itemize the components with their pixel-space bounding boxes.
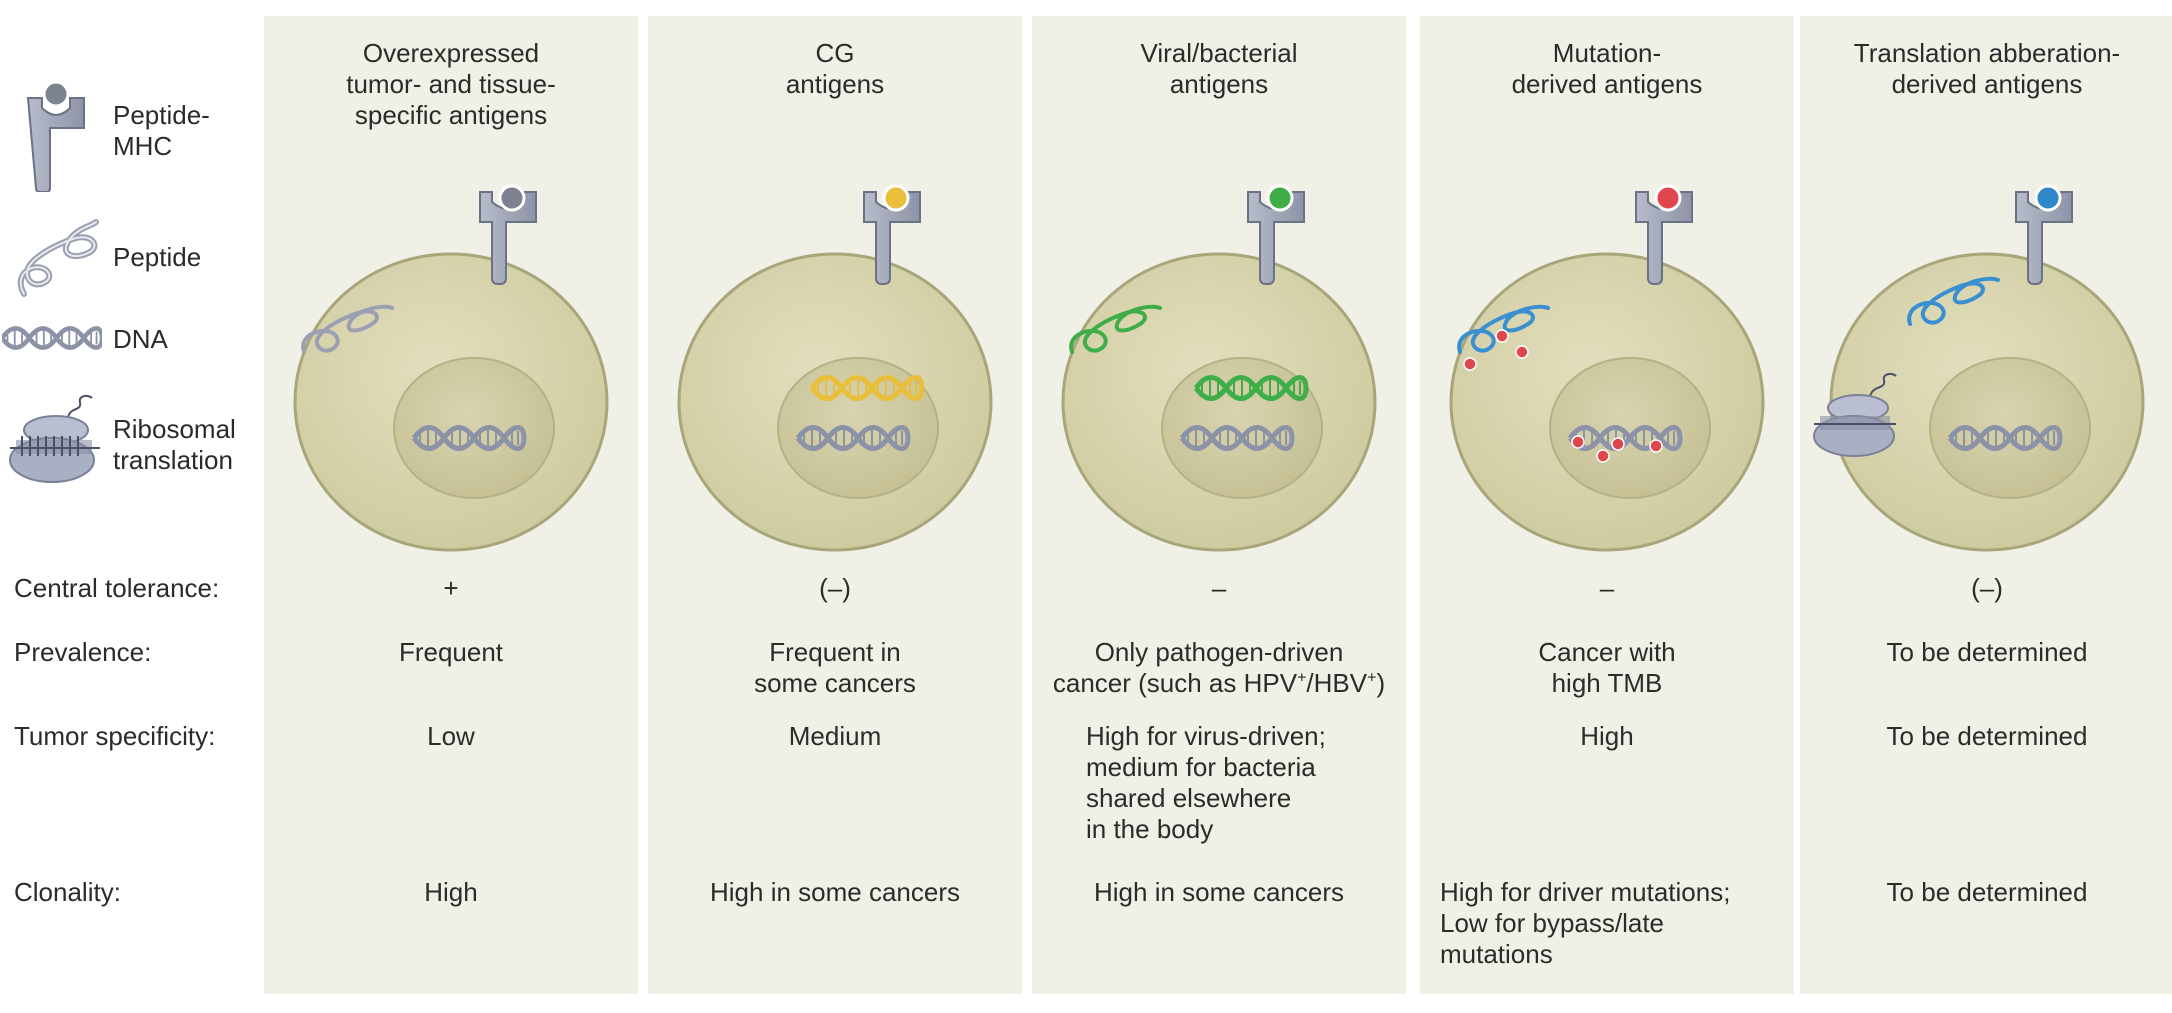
tumor-specificity-value: High for virus-driven; medium for bacter…: [1086, 721, 1326, 844]
peptide-mhc-icon: [479, 184, 537, 285]
clonality-value: High in some cancers: [710, 877, 960, 907]
cell-illustration: [293, 184, 609, 552]
row-label-clonality: Clonality:: [14, 877, 121, 907]
column-translation-aberration-antigens: Translation abberation- derived antigens…: [1800, 16, 2172, 994]
prevalence-line-2: cancer (such as HPV+/HBV+): [1052, 668, 1386, 698]
legend-label-dna: DNA: [113, 324, 168, 354]
ribosome-icon: [9, 394, 100, 483]
row-label-central-tolerance: Central tolerance:: [14, 573, 220, 603]
peptide-mhc-icon: [26, 80, 85, 192]
ribosome-icon: [1813, 372, 1897, 457]
cell-illustration: [1449, 184, 1765, 552]
mutation-dots: [1571, 435, 1663, 463]
central-tolerance-value: (–): [819, 573, 851, 603]
central-tolerance-value: –: [1599, 573, 1615, 603]
peptide-mhc-icon: [863, 184, 921, 285]
tumor-specificity-value: High: [1580, 721, 1634, 751]
dna-icon: [2, 326, 102, 350]
prevalence-value: Cancer with high TMB: [1538, 637, 1676, 698]
antigen-dot: [1654, 184, 1682, 212]
tumor-specificity-value: To be determined: [1886, 721, 2088, 751]
peptide-mhc-icon: [1635, 184, 1693, 285]
tumor-specificity-value: Low: [427, 721, 475, 751]
clonality-value: High for driver mutations; Low for bypas…: [1440, 877, 1731, 969]
prevalence-value: Frequent: [398, 637, 504, 667]
column-overexpressed-antigens: Overexpressed tumor- and tissue- specifi…: [264, 16, 638, 994]
column-mutation-derived-antigens: Mutation- derived antigens – Cancer with…: [1420, 16, 1794, 994]
clonality-value: High in some cancers: [1094, 877, 1344, 907]
column-title: Mutation- derived antigens: [1511, 38, 1703, 99]
prevalence-value: Only pathogen-driven cancer (such as HPV…: [1032, 637, 1406, 699]
legend-label-ribosome: Ribosomal translation: [113, 414, 236, 475]
row-label-prevalence: Prevalence:: [14, 637, 152, 667]
prevalence-value: To be determined: [1886, 637, 2088, 667]
antigen-dot: [2034, 184, 2062, 212]
legend-label-peptide: Peptide: [113, 242, 202, 272]
row-label-tumor-specificity: Tumor specificity:: [14, 721, 216, 751]
column-viral-bacterial-antigens: Viral/bacterial antigens – Only pathogen…: [1032, 16, 1406, 994]
tumor-specificity-value: Medium: [788, 721, 882, 751]
column-title: Viral/bacterial antigens: [1140, 38, 1298, 99]
column-title: Translation abberation- derived antigens: [1853, 38, 2121, 99]
peptide-mhc-icon: [1247, 184, 1305, 285]
column-title: CG antigens: [785, 38, 885, 99]
antigen-dot: [1266, 184, 1294, 212]
cell-illustration: [677, 184, 993, 552]
cell-illustration: [1813, 184, 2145, 552]
peptide-mutation-dots: [1463, 329, 1529, 371]
central-tolerance-value: (–): [1971, 573, 2003, 603]
column-title: Overexpressed tumor- and tissue- specifi…: [346, 38, 556, 130]
legend-label-peptide-mhc: Peptide- MHC: [113, 100, 210, 161]
antigen-dot: [882, 184, 910, 212]
clonality-value: High: [424, 877, 478, 907]
prevalence-value: Frequent in some cancers: [754, 637, 916, 698]
cell-illustration: [1061, 184, 1377, 552]
central-tolerance-value: +: [443, 573, 459, 603]
column-cg-antigens: CG antigens (–) Frequent in some cancers…: [648, 16, 1022, 994]
central-tolerance-value: –: [1211, 573, 1227, 603]
antigen-dot: [498, 184, 526, 212]
clonality-value: To be determined: [1886, 877, 2088, 907]
peptide-icon: [17, 219, 99, 297]
peptide-mhc-icon: [2015, 184, 2073, 285]
